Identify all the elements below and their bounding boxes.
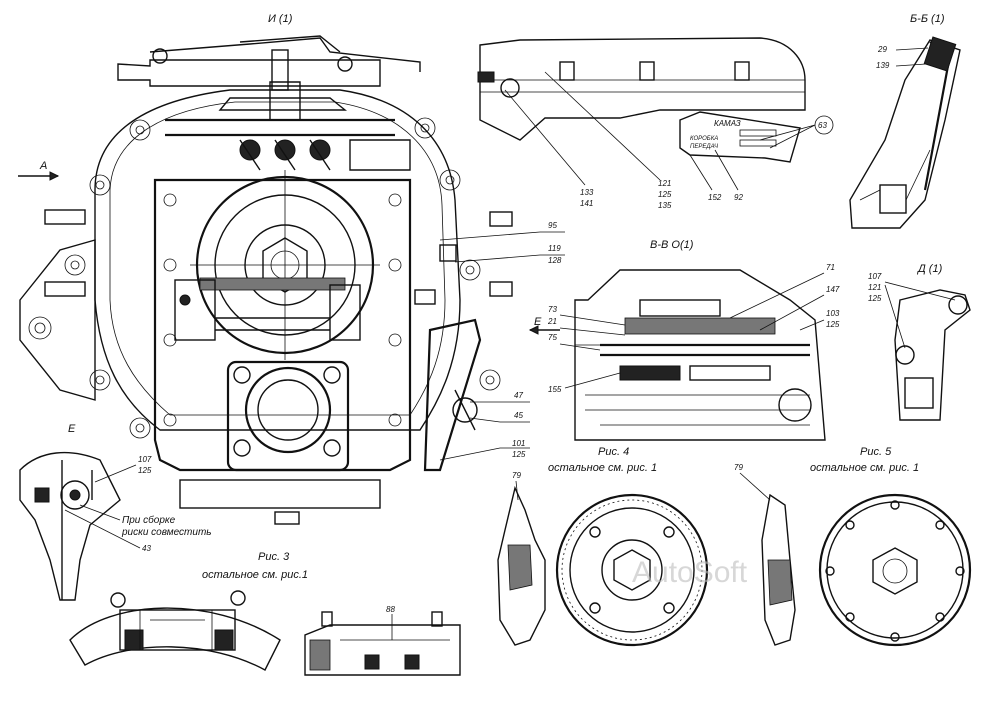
- main-gearbox-view: [19, 35, 513, 525]
- label-e-arrow: Е: [534, 316, 542, 328]
- plate-line1: КОРОБКА: [690, 136, 718, 142]
- fig4-parts: 79: [497, 471, 709, 647]
- callout-43: 43: [142, 544, 151, 553]
- caption-fig4-sub: остальное см. рис. 1: [548, 462, 657, 474]
- title-vv: В-В О(1): [650, 239, 694, 251]
- caption-fig5-sub: остальное см. рис. 1: [810, 462, 919, 474]
- caption-fig3-sub: остальное см. рис.1: [202, 569, 308, 581]
- callout-29: 29: [877, 45, 887, 54]
- fig5-parts: 79: [734, 463, 972, 647]
- caption-fig3: Рис. 3: [258, 551, 290, 563]
- plate-brand: КАМАЗ: [714, 119, 741, 128]
- callout-107b: 107: [138, 455, 152, 464]
- callout-125e: 125: [138, 466, 152, 475]
- title-bb: Б-Б (1): [910, 13, 945, 25]
- note-assembly-2: риски совместить: [121, 527, 212, 538]
- callout-121b: 121: [868, 283, 881, 292]
- callout-103: 103: [826, 309, 840, 318]
- arrow-a: А: [18, 160, 60, 181]
- callout-47: 47: [514, 391, 523, 400]
- callout-79b: 79: [734, 463, 743, 472]
- main-callouts: 95 119 128 47 45 101 125: [439, 221, 565, 461]
- callout-141: 141: [580, 199, 593, 208]
- title-d: Д (1): [916, 263, 943, 275]
- bottom-fig3-part: 88: [304, 605, 461, 676]
- fig4-flange: [555, 493, 709, 647]
- callout-125d: 125: [868, 294, 882, 303]
- bottom-left-cover: [69, 590, 281, 671]
- caption-fig4: Рис. 4: [598, 446, 629, 458]
- callout-128: 128: [548, 256, 562, 265]
- callout-155: 155: [548, 385, 562, 394]
- top-cover-view: КАМАЗ КОРОБКА ПЕРЕДАЧ 63 133 141 121 125…: [477, 37, 834, 210]
- callout-101: 101: [512, 439, 525, 448]
- fig5-flange: [818, 493, 972, 647]
- callout-125b: 125: [512, 450, 526, 459]
- callout-125a: 125: [658, 190, 672, 199]
- callout-63: 63: [818, 121, 827, 130]
- callout-133: 133: [580, 188, 594, 197]
- callout-71: 71: [826, 263, 835, 272]
- callout-107a: 107: [868, 272, 882, 281]
- callout-92: 92: [734, 193, 743, 202]
- caption-fig5: Рис. 5: [860, 446, 892, 458]
- callout-125c: 125: [826, 320, 840, 329]
- plate-line2: ПЕРЕДАЧ: [690, 144, 719, 150]
- callout-75: 75: [548, 333, 557, 342]
- callout-119: 119: [548, 244, 561, 253]
- callout-121a: 121: [658, 179, 671, 188]
- title-view-i: И (1): [268, 13, 293, 25]
- callout-88: 88: [386, 605, 395, 614]
- view-d: Д (1) 107 121 125: [868, 263, 971, 421]
- watermark: AutoSoft: [632, 556, 748, 589]
- section-bb-view: Б-Б (1) 29 139: [849, 13, 961, 229]
- label-a: А: [39, 160, 47, 172]
- callout-73: 73: [548, 305, 557, 314]
- callout-152: 152: [708, 193, 722, 202]
- callout-147: 147: [826, 285, 840, 294]
- callout-45: 45: [514, 411, 523, 420]
- view-e: Е 107 125 При сборке риски совместить 43: [19, 423, 212, 601]
- callout-135: 135: [658, 201, 672, 210]
- callout-21: 21: [547, 317, 557, 326]
- note-assembly-1: При сборке: [122, 514, 176, 526]
- title-e: Е: [68, 423, 76, 435]
- callout-139: 139: [876, 61, 890, 70]
- callout-79a: 79: [512, 471, 521, 480]
- section-vv-view: В-В О(1) 73 21 75 155 71 147 103 125 Е: [528, 239, 840, 441]
- callout-95: 95: [548, 221, 557, 230]
